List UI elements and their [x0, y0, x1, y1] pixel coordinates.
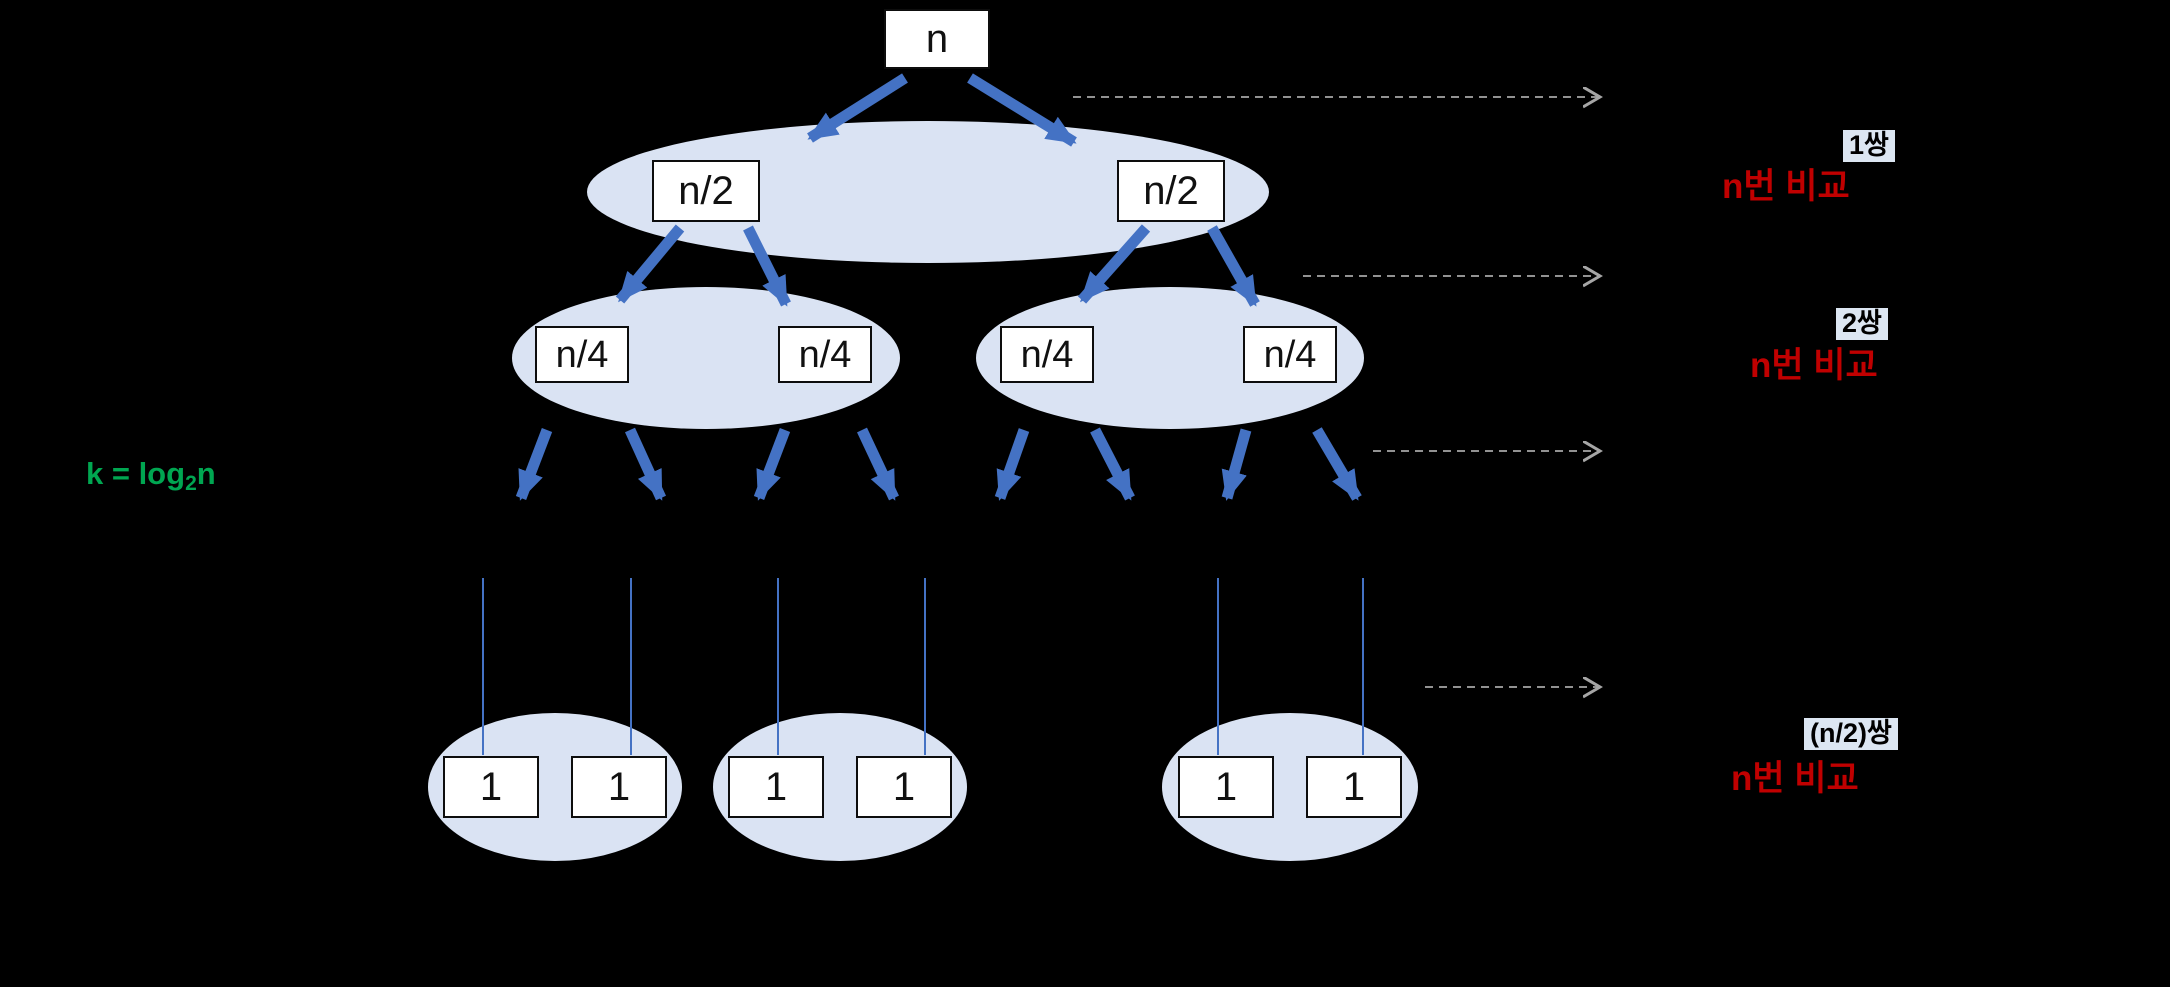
- leaf-node-1: 1: [443, 756, 539, 818]
- level2-node-4: n/4: [1243, 326, 1337, 383]
- level1-comparison-count: n번 비교: [1722, 167, 1850, 206]
- root-node: n: [884, 9, 990, 69]
- level2-pair-label: 2쌍: [1836, 308, 1888, 340]
- level2-right-group-ellipse: [976, 287, 1364, 429]
- level2-comparison-count: n번 비교: [1750, 346, 1878, 385]
- recursion-connector-lines: [482, 578, 1364, 755]
- leaf-group-ellipse-3: [1162, 713, 1418, 861]
- level1-group-ellipse: [587, 121, 1269, 263]
- level2-node-1: n/4: [535, 326, 629, 383]
- tree-edges-level1: [615, 224, 1260, 307]
- leaf-group-ellipse-2: [713, 713, 967, 861]
- depth-formula-prefix: k = log: [86, 456, 186, 491]
- leaf-node-2: 1: [571, 756, 667, 818]
- leaf-node-4: 1: [856, 756, 952, 818]
- level1-node-right: n/2: [1117, 160, 1225, 222]
- level1-node-left: n/2: [652, 160, 760, 222]
- tree-edges-level2: [515, 427, 1362, 501]
- level-indicator-arrows: [1073, 97, 1598, 687]
- leaf-group-ellipse-1: [428, 713, 682, 861]
- depth-formula-subscript: 2: [185, 472, 197, 495]
- depth-formula-suffix: n: [196, 456, 216, 491]
- level2-node-2: n/4: [778, 326, 872, 383]
- leaf-node-5: 1: [1178, 756, 1274, 818]
- group-ellipses: [428, 121, 1418, 861]
- leaf-node-3: 1: [728, 756, 824, 818]
- depth-formula: k = log2n: [86, 456, 216, 495]
- level1-pair-label: 1쌍: [1843, 130, 1895, 162]
- leaf-pair-label: (n/2)쌍: [1804, 718, 1898, 750]
- level2-left-group-ellipse: [512, 287, 900, 429]
- leaf-node-6: 1: [1306, 756, 1402, 818]
- tree-edges-level0: [807, 73, 1077, 147]
- level2-node-3: n/4: [1000, 326, 1094, 383]
- leaf-comparison-count: n번 비교: [1731, 759, 1859, 798]
